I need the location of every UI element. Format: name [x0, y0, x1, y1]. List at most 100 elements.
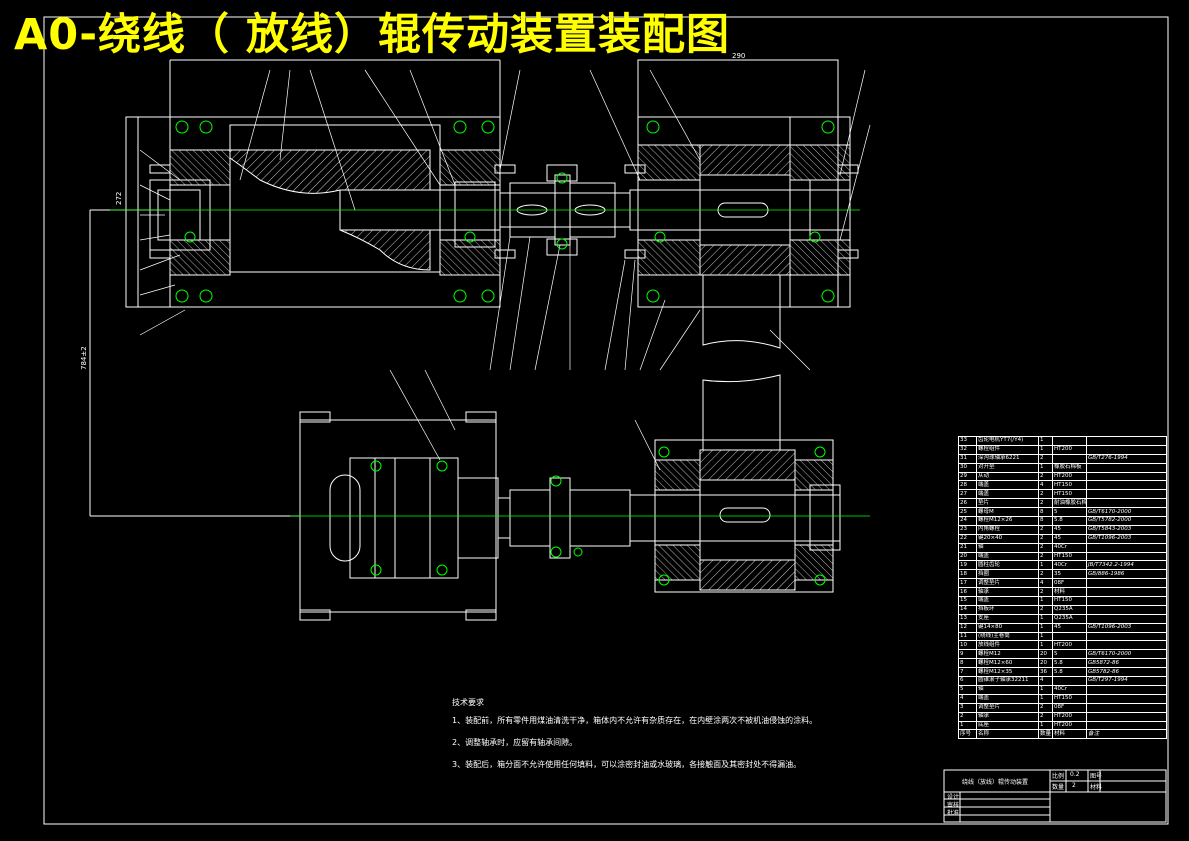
part-no: 10: [958, 640, 977, 651]
part-material: 5.8: [1052, 667, 1087, 678]
part-material: 5.8: [1052, 516, 1087, 526]
part-remark: [1086, 498, 1167, 509]
part-name: 对开垫: [976, 462, 1039, 473]
part-no: 9: [958, 649, 977, 660]
part-no: 17: [958, 578, 977, 589]
part-no: 8: [958, 658, 977, 669]
part-qty: 4: [1038, 676, 1053, 686]
part-qty: 2: [1038, 524, 1053, 535]
part-qty: 2: [1038, 498, 1053, 509]
part-name: 放线组件: [976, 640, 1039, 651]
material-label: 材料: [1090, 784, 1103, 791]
part-qty: 1: [1038, 693, 1053, 704]
part-material: 45: [1052, 524, 1087, 535]
part-remark: [1086, 604, 1167, 615]
part-material: [1052, 676, 1087, 686]
part-no: 21: [958, 542, 977, 553]
designer-label: 设计: [947, 794, 960, 801]
part-qty: 2: [1038, 569, 1053, 580]
part-material: 耐油橡胶石棉: [1052, 498, 1087, 509]
part-remark: GB/T1096-2003: [1086, 533, 1167, 544]
leader-lines-bottom: [389, 369, 661, 471]
part-name: 从动: [976, 471, 1039, 482]
part-name: 圆锥滚子轴承32211: [976, 676, 1039, 686]
bottom-assembly: [299, 374, 841, 621]
part-name: 调整垫片: [976, 578, 1039, 589]
part-name: 调整垫片: [976, 702, 1039, 713]
part-qty: 1: [1038, 560, 1053, 571]
part-material: [1052, 436, 1087, 446]
part-remark: GB/T1096-2003: [1086, 622, 1167, 633]
part-no: 12: [958, 622, 977, 633]
part-name: 螺母M: [976, 507, 1039, 518]
part-name: 内角螺栓: [976, 524, 1039, 535]
part-material: 材料: [1052, 729, 1087, 740]
part-qty: 20: [1038, 649, 1053, 660]
part-name: 螺栓M12×35: [976, 667, 1039, 678]
part-name: 螺栓M12×60: [976, 658, 1039, 669]
part-remark: JB/T7342.2-1994: [1086, 560, 1167, 571]
part-remark: [1086, 613, 1167, 624]
checker-label: 审核: [947, 802, 960, 809]
note-line: 1、装配前，所有零件用煤油清洗干净，箱体内不允许有杂质存在，在内壁涂两次不被机油…: [452, 716, 818, 725]
part-material: 45: [1052, 533, 1087, 544]
drawing-no-label: 图号: [1090, 773, 1103, 780]
dim-784: 784±2: [80, 346, 88, 370]
part-no: 1: [958, 720, 977, 731]
drawing-title: A0-绕线（ 放线）辊传动装置装配图: [14, 10, 731, 60]
note-line: 2、调整轴承时，应留有轴承间隙。: [452, 738, 578, 747]
part-qty: 1: [1038, 622, 1053, 633]
part-name: 轴承: [976, 711, 1039, 722]
part-remark: GB/T6170-2000: [1086, 649, 1167, 660]
part-name: 螺栓组件: [976, 444, 1039, 455]
part-qty: 8: [1038, 516, 1053, 526]
part-no: 30: [958, 462, 977, 473]
qty-label: 数量: [1052, 784, 1065, 791]
part-remark: GB/T5782-2000: [1086, 516, 1167, 526]
part-qty: 4: [1038, 480, 1053, 491]
part-name: 轴: [976, 684, 1039, 695]
part-name: 名称: [976, 729, 1039, 740]
title-block-name: 绕线（放线）辊传动装置: [962, 779, 1029, 786]
part-material: 40Cr: [1052, 560, 1087, 571]
note-line: 3、装配后，箱分面不允许使用任何填料，可以涂密封油或水玻璃，各接触面及其密封处不…: [452, 760, 802, 769]
part-qty: 1: [1038, 462, 1053, 473]
part-remark: [1086, 578, 1167, 589]
scale-value: 0.2: [1070, 771, 1080, 778]
part-remark: GB/T297-1994: [1086, 676, 1167, 686]
part-material: HT200: [1052, 444, 1087, 455]
part-no: 20: [958, 551, 977, 562]
part-no: 19: [958, 560, 977, 571]
part-material: 08F: [1052, 578, 1087, 589]
part-no: 23: [958, 524, 977, 535]
part-material: HT200: [1052, 640, 1087, 651]
part-no: 11: [958, 631, 977, 642]
part-remark: GB5782-86: [1086, 667, 1167, 678]
part-qty: 2: [1038, 533, 1053, 544]
part-no: 15: [958, 596, 977, 606]
part-no: 27: [958, 489, 977, 500]
part-no: 26: [958, 498, 977, 509]
part-name: 键20×40: [976, 533, 1039, 544]
part-name: 端盖: [976, 480, 1039, 491]
part-material: 5.8: [1052, 658, 1087, 669]
part-remark: GB/T5843-2003: [1086, 524, 1167, 535]
part-remark: GB5872-86: [1086, 658, 1167, 669]
part-name: 端盖: [976, 596, 1039, 606]
part-name: 螺栓M12: [976, 649, 1039, 660]
part-remark: [1086, 640, 1167, 651]
part-name: (绕线)主卷筒: [976, 631, 1039, 642]
part-material: HT200: [1052, 711, 1087, 722]
